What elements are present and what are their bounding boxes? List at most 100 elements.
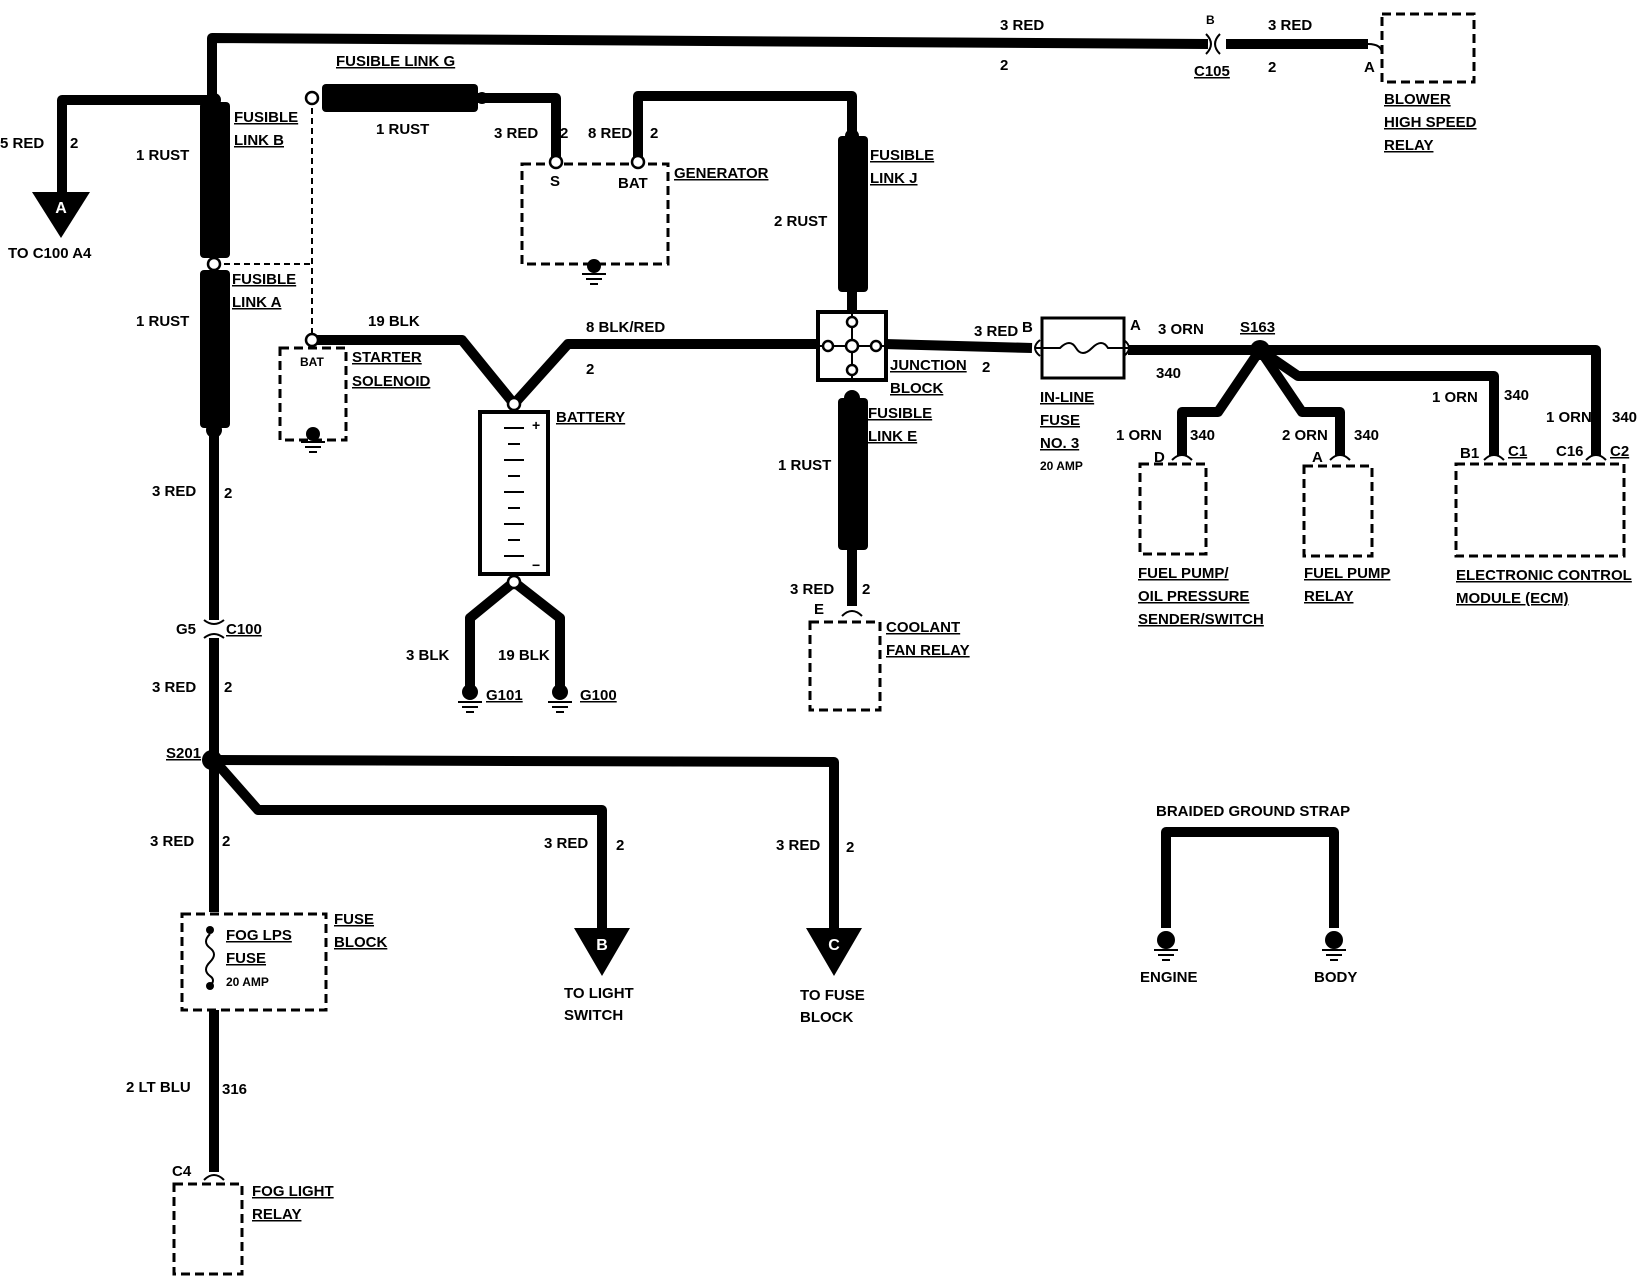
label-engine: ENGINE (1140, 969, 1198, 986)
label-ckt2-left-lower: 2 (224, 679, 232, 696)
label-gen-bat: BAT (618, 175, 648, 192)
fusible-link-a (200, 270, 230, 428)
label-gen-s: S (550, 173, 560, 190)
coolant-relay-terminal (841, 610, 863, 617)
battery-positive-terminal (506, 396, 522, 412)
label-fpr-2: RELAY (1304, 588, 1353, 605)
blower-relay-terminal (1367, 43, 1383, 55)
label-g5: G5 (176, 621, 196, 638)
fog-lps-fuse (205, 926, 215, 990)
solenoid-bat-terminal (304, 332, 320, 348)
label-to-light-1: TO LIGHT (564, 985, 634, 1002)
label-fog-relay-2: RELAY (252, 1206, 301, 1223)
fog-light-relay-box (172, 1182, 244, 1276)
label-fog-fuse-2: FUSE (226, 950, 266, 967)
label-3orn: 3 ORN (1158, 321, 1204, 338)
g100-ground-symbol (548, 684, 572, 713)
label-pin-d: D (1154, 449, 1165, 466)
c105-connector (1205, 33, 1221, 55)
wire-2orn-fp (1255, 347, 1345, 456)
battery-negative-terminal (506, 574, 522, 590)
label-ckt2-top-left: 2 (1000, 57, 1008, 74)
label-2orn-fp: 2 ORN (1282, 427, 1328, 444)
label-c105: C105 (1194, 63, 1230, 80)
label-ckt2-bat: 2 (586, 361, 594, 378)
label-ckt2-jb: 2 (982, 359, 990, 376)
fl-a-bottom-terminal (206, 422, 222, 438)
fusible-link-e (838, 398, 868, 550)
battery-plus: + (532, 417, 540, 433)
label-braided: BRAIDED GROUND STRAP (1156, 803, 1350, 820)
inline-fuse-element (1036, 342, 1128, 354)
battery-minus: − (532, 557, 540, 573)
label-starter-1: STARTER (352, 349, 422, 366)
label-fog-fuse-1: FOG LPS (226, 927, 292, 944)
label-ckt2-coolant: 2 (862, 581, 870, 598)
ecm-b1-terminal (1483, 454, 1505, 461)
label-s163: S163 (1240, 319, 1275, 336)
label-pin-a-fp: A (1312, 449, 1323, 466)
wire-8blkred (510, 339, 818, 408)
fusible-link-b (200, 102, 230, 258)
fl-e-top-terminal (844, 390, 860, 406)
fuel-pump-sender-terminal (1171, 454, 1193, 461)
label-1orn-c16: 1 ORN (1546, 409, 1592, 426)
label-3red-left-upper: 3 RED (152, 483, 196, 500)
label-fp-2: OIL PRESSURE (1138, 588, 1249, 605)
wire-1orn-d (1177, 347, 1265, 456)
connection-points (202, 90, 1270, 770)
label-3red-c: 3 RED (776, 837, 820, 854)
c100-connector (203, 619, 225, 639)
connector-b-triangle (574, 928, 630, 976)
label-ckt2-s201: 2 (222, 833, 230, 850)
label-to-fuse-1: TO FUSE (800, 987, 865, 1004)
label-fp-3: SENDER/SWITCH (1138, 611, 1264, 628)
label-fl-a-2: LINK A (232, 294, 282, 311)
fl-j-top-terminal (845, 129, 859, 143)
generator-bat-terminal (630, 154, 646, 170)
fuel-pump-sender-box (1138, 462, 1208, 556)
label-19blk-g100: 19 BLK (498, 647, 550, 664)
label-3red-b: 3 RED (544, 835, 588, 852)
wire-3red-c (213, 755, 839, 930)
label-pin-b1: B1 (1460, 445, 1479, 462)
label-ckt316: 316 (222, 1081, 247, 1098)
label-ltblu: 2 LT BLU (126, 1079, 191, 1096)
label-coolant-2: FAN RELAY (886, 642, 970, 659)
label-fl-b-2: LINK B (234, 132, 284, 149)
label-3red-s201: 3 RED (150, 833, 194, 850)
connector-a-letter: A (55, 200, 67, 217)
fl-b-bottom-terminal (206, 256, 222, 272)
label-g101: G101 (486, 687, 523, 704)
splice-s163 (1250, 340, 1270, 360)
ecm-box (1454, 462, 1626, 558)
splice-top (207, 93, 221, 107)
inline-fuse-a-terminal (1123, 339, 1130, 357)
label-pin-c1: C1 (1508, 443, 1527, 460)
wire-3blk (465, 578, 518, 688)
label-inline-2: FUSE (1040, 412, 1080, 429)
label-fuse-block-2: BLOCK (334, 934, 387, 951)
label-junction-2: BLOCK (890, 380, 943, 397)
label-3red-fuse: 3 RED (974, 323, 1018, 340)
label-fl-e-2: LINK E (868, 428, 917, 445)
label-fl-j-2: LINK J (870, 170, 918, 187)
label-ckt2-c: 2 (846, 839, 854, 856)
wire-1orn-c16 (1260, 345, 1601, 456)
label-rust1-e: 1 RUST (778, 457, 831, 474)
label-ckt340-b1: 340 (1504, 387, 1529, 404)
wire-1orn-b1 (1257, 345, 1499, 456)
engine-ground-symbol (1154, 931, 1178, 961)
wires (57, 33, 1601, 1172)
generator-s-terminal (548, 154, 564, 170)
label-fuse-a: A (1130, 317, 1141, 334)
label-fuse-block-1: FUSE (334, 911, 374, 928)
label-to-light-2: SWITCH (564, 1007, 623, 1024)
inline-fuse-b-terminal (1034, 339, 1041, 357)
coolant-fan-relay-box (808, 620, 882, 712)
label-fl-b-1: FUSIBLE (234, 109, 298, 126)
fuel-pump-relay-box (1302, 464, 1374, 558)
label-coolant-pin: E (814, 601, 824, 618)
label-blower-2: HIGH SPEED (1384, 114, 1477, 131)
